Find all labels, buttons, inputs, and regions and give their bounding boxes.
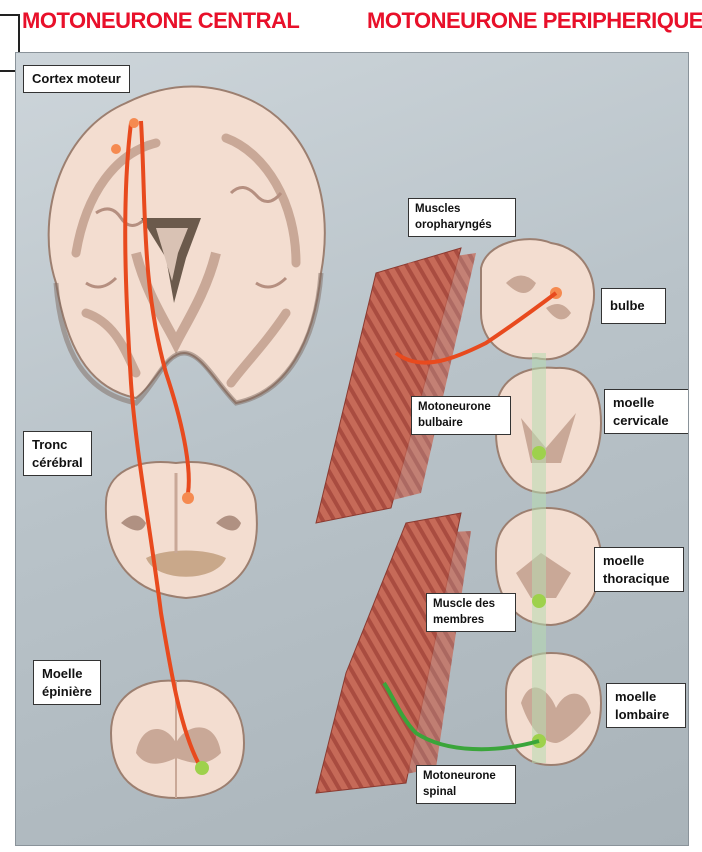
- lumbar-section: [506, 653, 601, 765]
- spinal-canal: [532, 353, 546, 763]
- thoracic-motor-neuron: [532, 594, 546, 608]
- muscle-limbs: [316, 513, 471, 793]
- brainstem-section: [106, 462, 257, 598]
- cervical-motor-neuron: [532, 446, 546, 460]
- cervical-section: [496, 368, 601, 493]
- muscle-oropharyngeal: [316, 248, 476, 523]
- header-central: MOTONEURONE CENTRAL: [22, 8, 299, 34]
- neuro-illustration: [16, 53, 688, 845]
- spinal-motor-neuron-left: [195, 761, 209, 775]
- header-peripheral: MOTONEURONE PERIPHERIQUE: [367, 8, 702, 34]
- brain-section: [49, 87, 325, 403]
- bulbe-section: [481, 239, 594, 359]
- label-bulbe: bulbe: [601, 288, 666, 324]
- label-cortex: Cortex moteur: [23, 65, 130, 93]
